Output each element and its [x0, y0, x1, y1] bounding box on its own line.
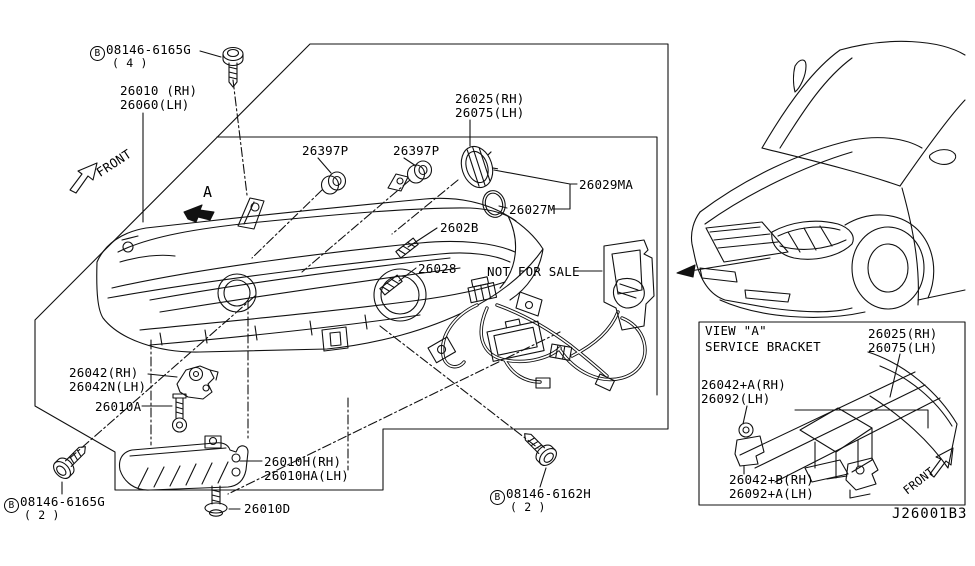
front-arrow-main [69, 162, 98, 194]
label-screw-d: 26010D [244, 501, 291, 516]
label-cap2: 26397P [393, 143, 440, 158]
view-a-direction-arrow [183, 204, 215, 223]
bolt-bottom-right [517, 426, 561, 470]
car-front-sketch [690, 40, 966, 318]
label-strip-lower: 26028 [418, 261, 457, 276]
label-view-a-title1: VIEW "A" [705, 323, 767, 338]
bulb-cap-1 [320, 171, 347, 195]
label-screw-a: 26010A [95, 399, 142, 414]
drawing-number: J26001B3 [892, 506, 968, 522]
screw-26010d [204, 485, 228, 517]
circled-b-icon: B [4, 498, 19, 513]
label-bracket-rh: 26042(RH) [69, 365, 139, 380]
label-strip-upper: 2602B [440, 220, 479, 235]
label-headlamp-lh: 26060(LH) [120, 97, 190, 112]
label-cap1: 26397P [302, 143, 349, 158]
label-gasket: 26027M [509, 202, 556, 217]
label-bolt-bottom-right-qty: ( 2 ) [510, 500, 546, 514]
label-view-a-bracket-b-lh: 26092+A(LH) [729, 486, 814, 501]
label-view-a-lens-rh: 26025(RH) [868, 326, 938, 341]
headlamp-assembly-drawing [96, 173, 544, 353]
harness-module [486, 318, 545, 362]
circled-b-icon: B [490, 490, 505, 505]
strip-26028 [379, 274, 403, 296]
bolt-bottom-left [49, 439, 93, 483]
bracket-26042-drawing [176, 365, 219, 400]
view-a-drawing [734, 351, 958, 499]
bulb-cap-2 [406, 160, 433, 184]
inner-enclosure-outline [216, 136, 658, 396]
strip-2602b [395, 237, 419, 259]
screw-26010a [171, 393, 188, 433]
label-bracket-lh: 26042N(LH) [69, 379, 147, 394]
label-view-a-bracket-b-rh: 26042+B(RH) [729, 472, 814, 487]
label-daytime-lamp-rh: 26010H(RH) [264, 454, 342, 469]
view-a-bracket-a [734, 422, 765, 475]
label-view-a-lens-lh: 26075(LH) [868, 340, 938, 355]
daytime-lamp-drawing [118, 435, 249, 491]
not-for-sale-bracket [603, 239, 655, 331]
leader-lines [61, 50, 929, 510]
label-view-a-bracket-a-rh: 26042+A(RH) [701, 377, 786, 392]
ring-26029ma [460, 145, 499, 189]
label-headlamp-rh: 26010 (RH) [120, 83, 198, 98]
label-view-a-title2: SERVICE BRACKET [705, 339, 821, 354]
view-a-box [698, 321, 966, 506]
circled-b-icon: B [90, 46, 105, 61]
gasket-26027m [482, 190, 506, 218]
main-enclosure-outline [34, 43, 669, 491]
harness-drawing [427, 239, 655, 392]
label-view-marker-a: A [203, 183, 213, 201]
label-bolt-bottom-left-qty: ( 2 ) [24, 508, 60, 522]
label-lens-rh: 26025(RH) [455, 91, 525, 106]
projection-lines [69, 79, 561, 495]
label-not-for-sale: NOT FOR SALE [487, 264, 580, 279]
label-ring: 26029MA [579, 177, 634, 192]
car-callout-arrow [676, 257, 771, 278]
front-arrow-view-a [929, 447, 954, 478]
label-daytime-lamp-lh: 26010HA(LH) [264, 468, 349, 483]
label-bolt-top-qty: ( 4 ) [112, 56, 148, 70]
label-lens-lh: 26075(LH) [455, 105, 525, 120]
view-a-bracket-b [845, 457, 879, 499]
label-view-a-bracket-a-lh: 26092(LH) [701, 391, 771, 406]
